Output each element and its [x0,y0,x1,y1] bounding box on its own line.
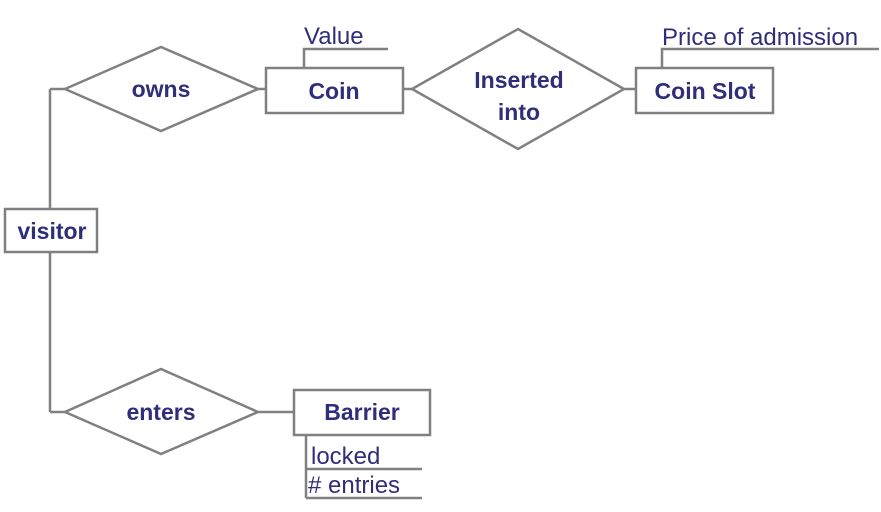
entity-coin-slot-label: Coin Slot [655,78,756,104]
attr-connector-coin-value [302,47,388,68]
entity-barrier-label: Barrier [324,399,399,425]
attribute-connectors [302,47,879,500]
relationship-enters-diamond [61,367,262,456]
entity-visitor-box [3,207,99,254]
attribute-coin-value: Value [304,23,364,50]
relationship-enters: enters [61,367,262,456]
entity-coin-label: Coin [308,78,359,104]
relationship-owns-label: owns [132,76,191,102]
attribute-barrier-entries: # entries [308,472,400,499]
entity-coin-slot-box [634,66,775,115]
connectors [48,87,636,414]
entity-barrier-box [292,388,432,437]
attribute-barrier-locked: locked [311,443,380,470]
relationship-inserted-into-label-line1: Inserted [474,67,563,93]
entity-coin: Coin [264,66,405,115]
entity-coin-slot: Coin Slot [634,66,775,115]
entity-visitor: visitor [3,207,99,254]
relationship-enters-label: enters [126,399,195,425]
relationship-owns: owns [61,45,262,133]
entity-visitor-label: visitor [17,218,86,244]
attribute-coin-slot-price: Price of admission [662,24,858,51]
entity-barrier: Barrier [292,388,432,437]
entity-coin-box [264,66,405,115]
attr-connector-coin-slot-price [660,47,879,68]
relationship-inserted-into-label-line2: into [498,99,540,125]
relationship-owns-diamond [61,45,262,133]
relationship-inserted-into-diamond [409,27,627,151]
relationship-inserted-into: Inserted into [409,27,627,151]
